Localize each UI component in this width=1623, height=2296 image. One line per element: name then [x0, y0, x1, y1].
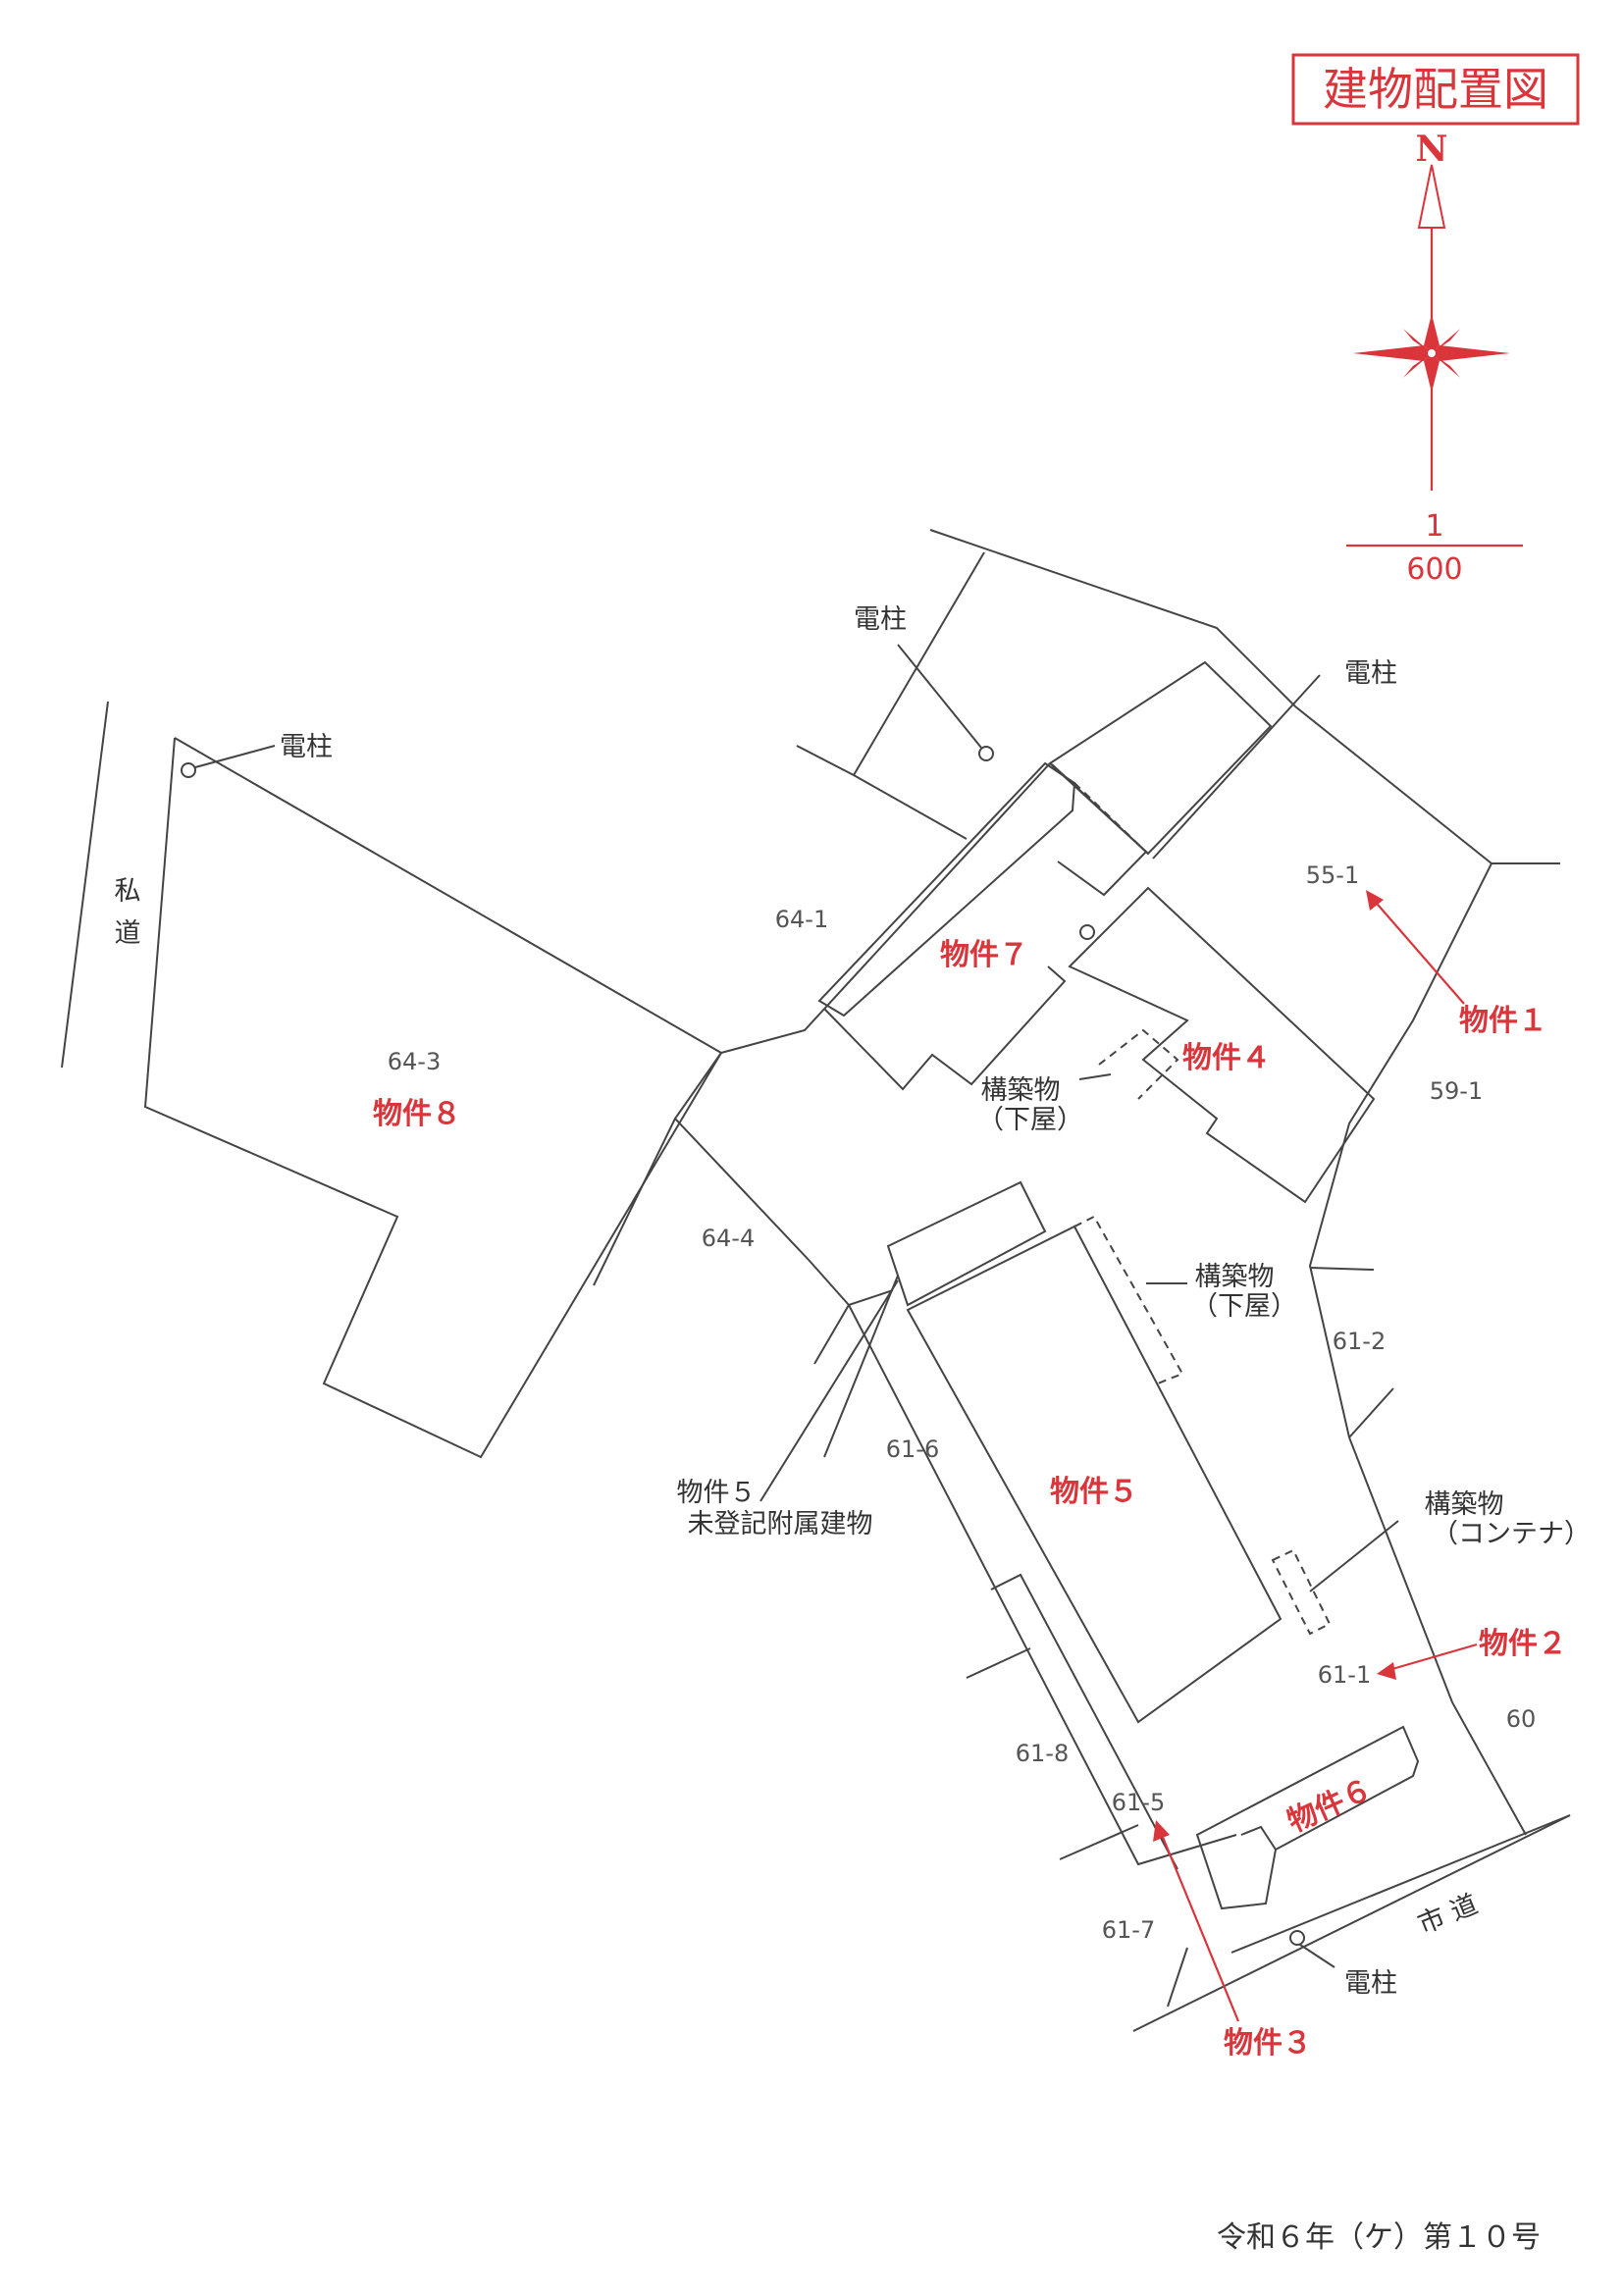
prop5-note-line2: 未登記附属建物 — [688, 1509, 873, 1539]
structure-label-1: 構築物 — [981, 1075, 1061, 1106]
case-number: 令和６年（ケ）第１０号 — [1217, 2220, 1541, 2255]
private-road-label-2: 道 — [115, 918, 141, 949]
annex-label-1: （下屋） — [977, 1105, 1083, 1135]
title-box — [1291, 53, 1580, 126]
parcel-label-61-6: 61-6 — [886, 1435, 939, 1463]
parcel-label-61-1: 61-1 — [1318, 1661, 1371, 1689]
annex-label-2: （下屋） — [1191, 1291, 1297, 1322]
pole-label-3: 電柱 — [1344, 658, 1397, 689]
pole-label-2: 電柱 — [854, 604, 907, 635]
parcel-label-64-4: 64-4 — [702, 1225, 755, 1252]
building-prop7-outline — [823, 965, 1067, 1091]
city-road-edge — [1132, 1814, 1571, 2032]
container-label: （コンテナ） — [1432, 1519, 1591, 1549]
prop5-note-line1: 物件５ — [677, 1478, 757, 1508]
private-road-label-1: 私 — [115, 876, 141, 907]
prop1-arrow — [1366, 890, 1465, 1005]
property-label-4: 物件４ — [1182, 1041, 1271, 1075]
parcel-label-64-1: 64-1 — [775, 906, 828, 933]
pole-label-1: 電柱 — [280, 732, 333, 762]
scale-numerator: 1 — [1425, 509, 1443, 544]
building-prop4-outline — [1068, 886, 1376, 1204]
parcel-label-55-1: 55-1 — [1306, 861, 1359, 889]
parcel-label-61-5: 61-5 — [1112, 1789, 1165, 1816]
scale-denominator: 600 — [1406, 552, 1462, 587]
building-prop6-outline — [1195, 1725, 1420, 1910]
structure-label-2: 構築物 — [1195, 1262, 1275, 1292]
prop3-arrow — [1153, 1820, 1240, 2022]
property-label-3: 物件３ — [1224, 2026, 1312, 2061]
parcel-label-61-7: 61-7 — [1102, 1916, 1155, 1944]
property-label-5: 物件５ — [1050, 1475, 1138, 1509]
parcel-label-64-3: 64-3 — [388, 1048, 441, 1075]
north-label: N — [1416, 129, 1448, 170]
map-title: 建物配置図 — [1323, 63, 1548, 116]
parcel-label-60: 60 — [1506, 1705, 1537, 1733]
property-label-8: 物件８ — [373, 1097, 461, 1131]
utility-pole-icon — [1079, 924, 1095, 940]
scale-indicator: 1 600 — [1346, 509, 1523, 587]
parcel-label-61-2: 61-2 — [1333, 1328, 1386, 1355]
prop2-arrow — [1377, 1643, 1478, 1680]
compass-icon: N — [1353, 129, 1510, 491]
utility-pole-icon — [1289, 1930, 1305, 1946]
city-road-label: 市 道 — [1414, 1889, 1483, 1940]
building-prop5-outline — [906, 1225, 1283, 1724]
private-road-edge — [61, 701, 109, 1069]
utility-pole-icon — [978, 746, 994, 761]
utility-pole-icon — [181, 762, 196, 778]
property-label-1: 物件１ — [1459, 1004, 1547, 1038]
structure-label-3: 構築物 — [1425, 1489, 1504, 1520]
property-label-2: 物件２ — [1479, 1627, 1567, 1661]
container-structure — [1271, 1548, 1332, 1636]
property-label-7: 物件７ — [940, 938, 1028, 972]
pole-label-4: 電柱 — [1344, 1968, 1397, 1999]
parcel-label-59-1: 59-1 — [1430, 1077, 1483, 1105]
parcel-label-61-8: 61-8 — [1016, 1740, 1069, 1767]
